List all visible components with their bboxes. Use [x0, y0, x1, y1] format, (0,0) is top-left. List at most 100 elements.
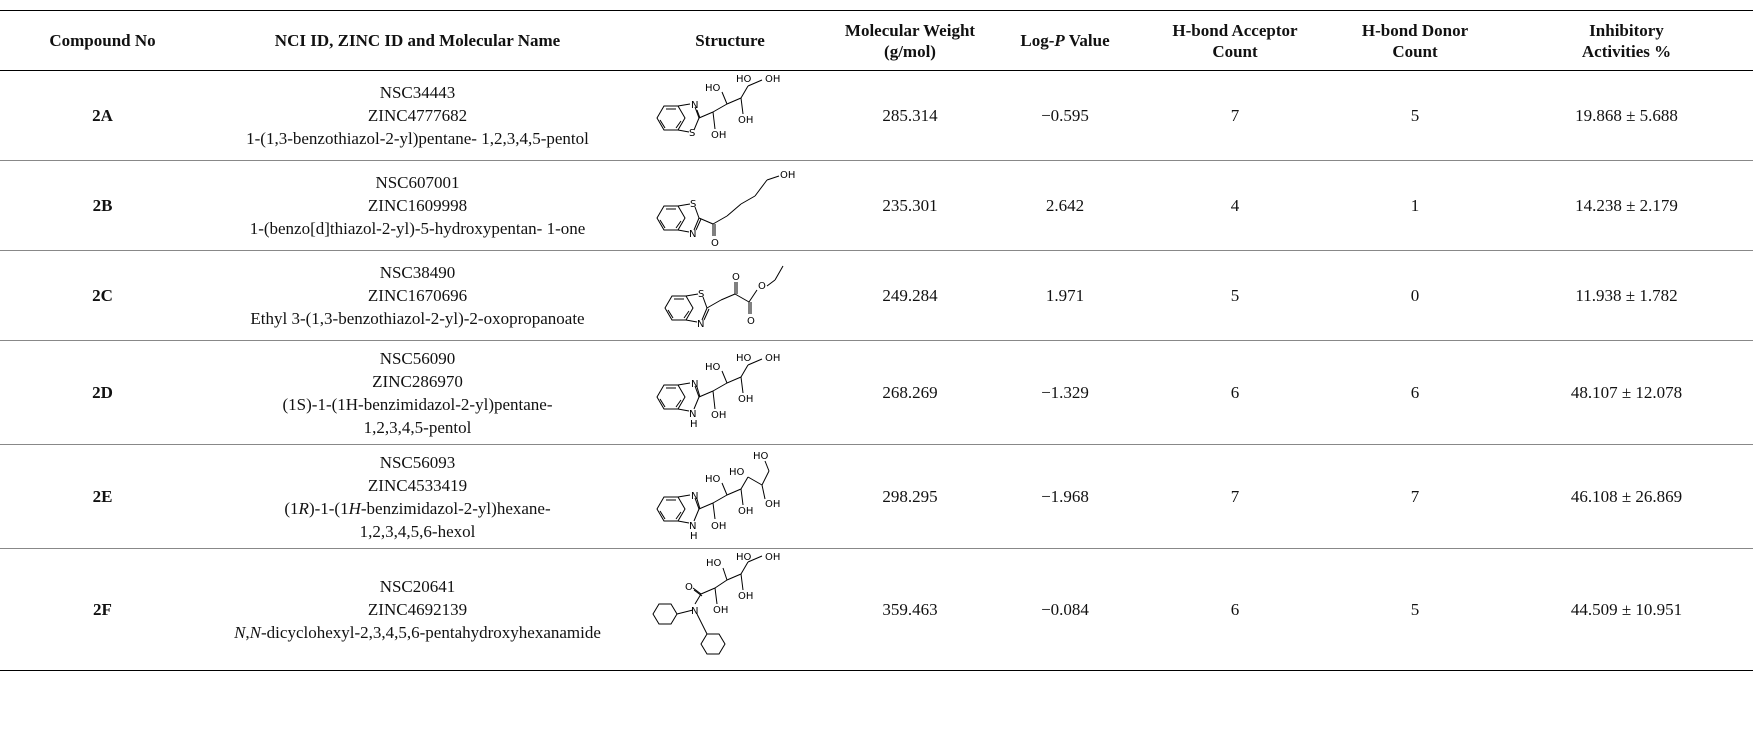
atom-ho: HO	[705, 474, 721, 485]
atom-oh: OH	[738, 394, 753, 405]
atom-ho: HO	[706, 558, 722, 569]
atom-ho: HO	[736, 74, 752, 85]
table-row: 2B NSC607001 ZINC1609998 1-(benzo[d]thia…	[0, 161, 1753, 251]
atom-s: S	[690, 199, 696, 210]
atom-o: O	[711, 238, 719, 248]
atom-oh: OH	[738, 591, 753, 602]
compound-properties-table: Compound No NCI ID, ZINC ID and Molecula…	[0, 10, 1753, 671]
molecular-weight: 268.269	[882, 383, 938, 402]
table-row: 2E NSC56093 ZINC4533419 (1R)-1-(1H-benzi…	[0, 445, 1753, 549]
molecular-name-part: 1-(benzo[d]thiazol-2-yl)-5-hydroxypentan…	[249, 219, 586, 238]
structure-cell: S N O O O	[630, 251, 830, 341]
logp-value: −1.968	[1041, 487, 1089, 506]
molecular-weight: 298.295	[882, 487, 938, 506]
inhibitory-activity: 11.938 ± 1.782	[1575, 286, 1678, 305]
structure-2d: N N H OH HO HO OH OH	[656, 353, 780, 430]
molecular-name: N,N-dicyclohexyl-2,3,4,5,6-pentahydroxyh…	[211, 621, 624, 644]
atom-o: O	[685, 582, 693, 593]
header-logp: Log-P Value	[990, 10, 1140, 71]
compound-id: 2F	[93, 600, 112, 619]
molecular-name: 1-(1,3-benzothiazol-2-yl)pentane- 1,2,3,…	[211, 127, 624, 150]
molecular-weight: 359.463	[882, 600, 938, 619]
structure-cell: N N H OH HO HO OH OH	[630, 341, 830, 445]
atom-ho: HO	[736, 552, 752, 563]
hbond-acceptor-count: 4	[1230, 196, 1240, 215]
hbond-donor-count: 0	[1410, 286, 1420, 305]
hbond-acceptor-count: 7	[1230, 487, 1240, 506]
inhibitory-activity: 48.107 ± 12.078	[1570, 383, 1683, 402]
nci-id: NSC34443	[379, 83, 456, 102]
atom-oh: OH	[780, 170, 795, 181]
compound-id: 2A	[92, 106, 113, 125]
structure-cell: N S OH HO HO OH OH	[630, 71, 830, 161]
nci-id: NSC20641	[379, 577, 456, 596]
molecular-name: 1-(benzo[d]thiazol-2-yl)-5-hydroxypentan…	[211, 217, 624, 240]
inhibitory-activity: 44.509 ± 10.951	[1570, 600, 1683, 619]
zinc-id: ZINC4692139	[367, 600, 468, 619]
molecular-name-part: H	[348, 498, 361, 518]
nci-id: NSC607001	[375, 173, 460, 192]
atom-s: S	[698, 289, 704, 300]
header-compound-no: Compound No	[0, 10, 205, 71]
molecular-name: (1S)-1-(1H-benzimidazol-2-yl)pentane-1,2…	[211, 393, 624, 439]
atom-oh: OH	[765, 353, 780, 364]
structure-cell: S N O OH	[630, 161, 830, 251]
atom-oh: OH	[711, 521, 726, 532]
compound-ids-cell: NSC56093 ZINC4533419 (1R)-1-(1H-benzimid…	[205, 445, 630, 549]
hbond-acceptor-count: 6	[1230, 383, 1240, 402]
atom-n: N	[691, 491, 698, 502]
molecular-name-part: 1-(1,3-benzothiazol-2-yl)pentane- 1,2,3,…	[246, 129, 589, 148]
atom-o: O	[758, 281, 766, 292]
atom-n: N	[689, 521, 696, 532]
logp-value: −1.329	[1041, 383, 1089, 402]
hbond-acceptor-count: 7	[1230, 106, 1240, 125]
zinc-id: ZINC1670696	[367, 286, 468, 305]
molecular-name-part: (1S)-1-(1H-benzimidazol-2-yl)pentane-1,2…	[282, 394, 553, 437]
structure-2c: S N O O O	[664, 265, 784, 330]
atom-o: O	[732, 272, 740, 283]
molecular-weight: 285.314	[882, 106, 938, 125]
header-ids: NCI ID, ZINC ID and Molecular Name	[205, 10, 630, 71]
table-header-row: Compound No NCI ID, ZINC ID and Molecula…	[0, 10, 1753, 71]
nci-id: NSC38490	[379, 263, 456, 282]
compound-ids-cell: NSC607001 ZINC1609998 1-(benzo[d]thiazol…	[205, 161, 630, 251]
compound-ids-cell: NSC56090 ZINC286970 (1S)-1-(1H-benzimida…	[205, 341, 630, 445]
atom-oh: OH	[765, 74, 780, 85]
atom-n: N	[689, 229, 696, 240]
atom-n: N	[691, 379, 698, 390]
atom-oh: OH	[713, 605, 728, 616]
atom-oh: OH	[765, 499, 780, 510]
structure-cell: N N H OH HO HO OH HO OH	[630, 445, 830, 549]
zinc-id: ZINC1609998	[367, 196, 468, 215]
atom-ho: HO	[736, 353, 752, 364]
molecular-name-part: N	[234, 623, 246, 642]
nci-id: NSC56090	[379, 348, 456, 368]
atom-oh: OH	[738, 506, 753, 517]
hbond-acceptor-count: 5	[1230, 286, 1240, 305]
nci-id: NSC56093	[379, 452, 456, 472]
molecular-name: (1R)-1-(1H-benzimidazol-2-yl)hexane-1,2,…	[211, 497, 624, 543]
molecular-name-part: R	[298, 498, 309, 518]
atom-ho: HO	[753, 451, 769, 462]
structure-2e: N N H OH HO HO OH HO OH	[656, 451, 780, 542]
molecular-name-part: Ethyl 3-(1,3-benzothiazol-2-yl)-2-oxopro…	[250, 309, 585, 328]
atom-h: H	[690, 531, 698, 542]
inhibitory-activity: 14.238 ± 2.179	[1575, 196, 1678, 215]
hbond-donor-count: 5	[1410, 600, 1420, 619]
structure-2a: N S OH HO HO OH OH	[656, 74, 780, 141]
hbond-donor-count: 1	[1410, 196, 1420, 215]
table-row: 2D NSC56090 ZINC286970 (1S)-1-(1H-benzim…	[0, 341, 1753, 445]
molecular-name-part: -dicyclohexyl-2,3,4,5,6-pentahydroxyhexa…	[261, 623, 601, 642]
atom-n: N	[689, 409, 696, 420]
inhibitory-activity: 46.108 ± 26.869	[1570, 487, 1683, 506]
atom-n: N	[691, 606, 698, 617]
atom-n: N	[691, 100, 698, 111]
atom-oh: OH	[738, 115, 753, 126]
atom-o: O	[747, 316, 755, 327]
table-row: 2A NSC34443 ZINC4777682 1-(1,3-benzothia…	[0, 71, 1753, 161]
logp-value: −0.084	[1041, 600, 1089, 619]
molecular-name: Ethyl 3-(1,3-benzothiazol-2-yl)-2-oxopro…	[211, 307, 624, 330]
